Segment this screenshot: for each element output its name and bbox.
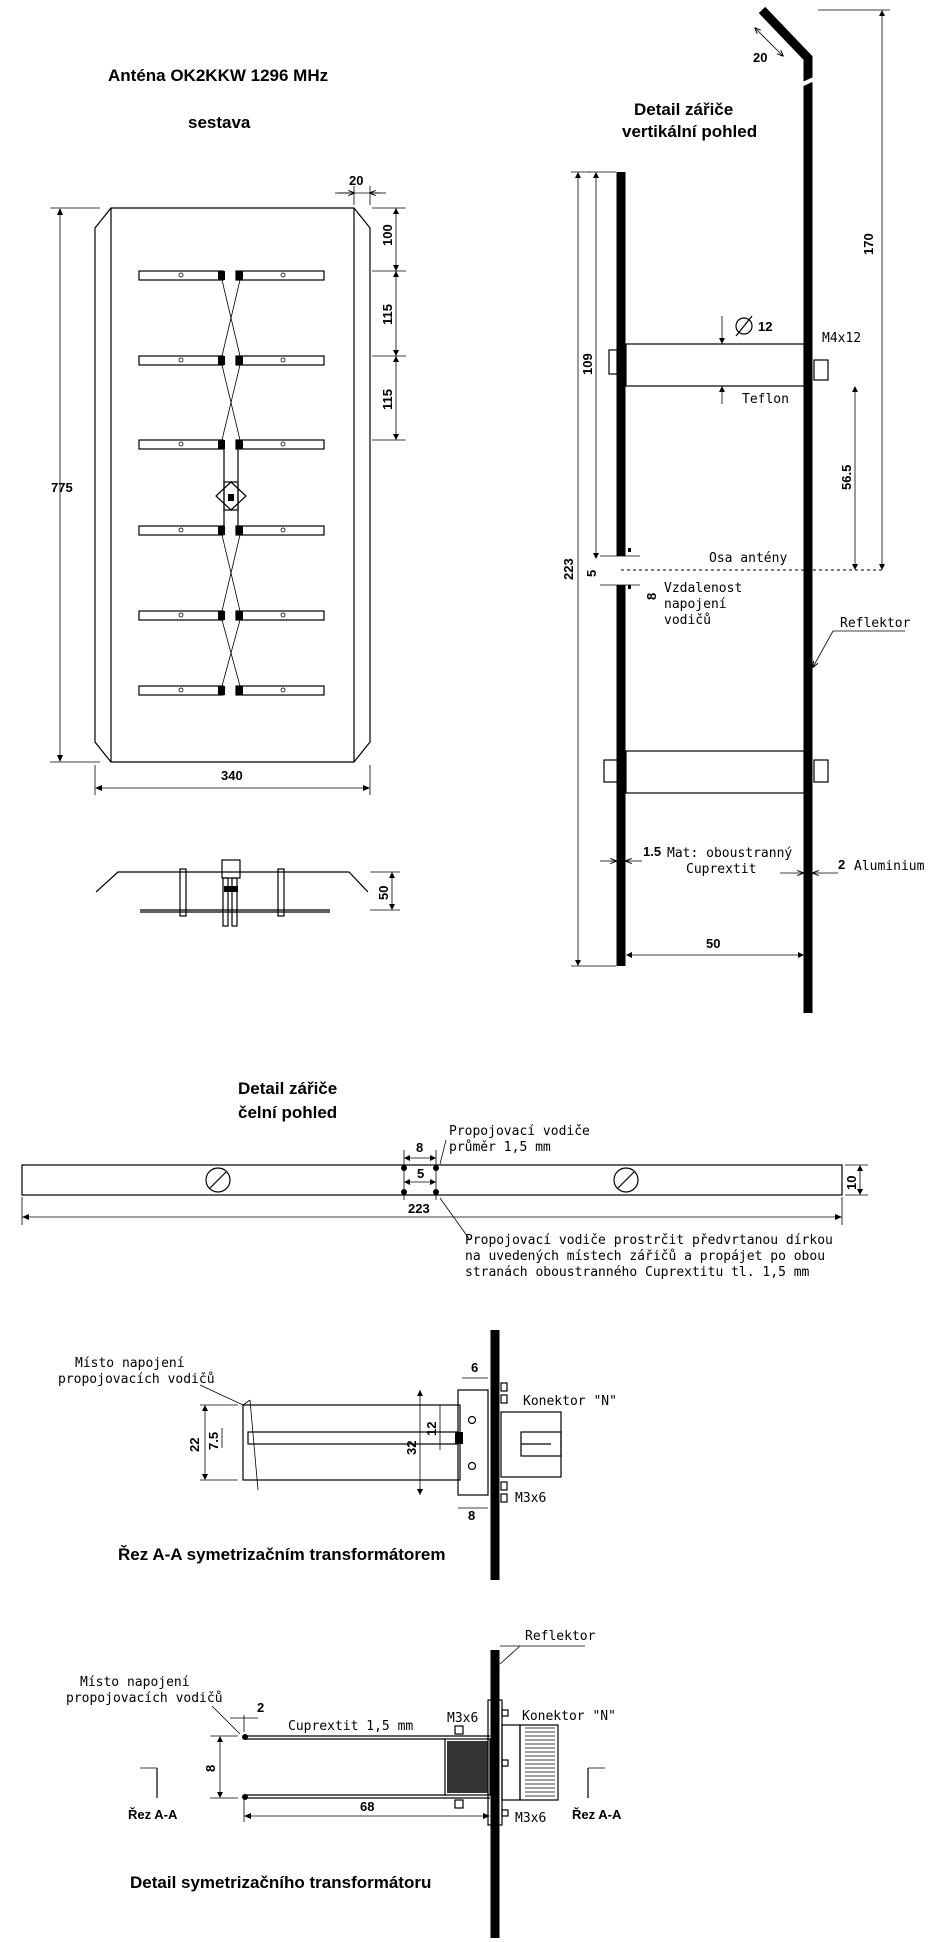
vertical-view-title-1: Detail zářiče (634, 100, 733, 119)
label-connector-section: Konektor "N" (523, 1394, 617, 1409)
label-section-connection-2: propojovacích vodičů (58, 1372, 215, 1387)
label-section-connection-1: Místo napojení (75, 1356, 185, 1371)
dim-50-height: 50 (376, 886, 391, 900)
label-m3x6-section: M3x6 (515, 1491, 546, 1506)
antenna-title: Anténa OK2KKW 1296 MHz (108, 66, 328, 85)
dim-20-bend: 20 (753, 50, 767, 65)
dim-12-section: 12 (424, 1422, 439, 1436)
vertical-view-title-2: vertikální pohled (622, 122, 757, 141)
dim-2-vertical: 2 (838, 857, 845, 872)
dim-32-section: 32 (404, 1441, 419, 1455)
front-view-title-2: čelní pohled (238, 1103, 337, 1122)
label-jumper-wires: Propojovací vodiče (449, 1124, 590, 1139)
label-distance-2: napojení (664, 597, 727, 612)
dim-340: 340 (221, 768, 243, 783)
dim-8-front: 8 (416, 1140, 423, 1155)
dim-56-5: 56.5 (839, 465, 854, 490)
front-view-title-1: Detail zářiče (238, 1079, 337, 1098)
note-line-1: Propojovací vodiče prostrčit předvrtanou… (465, 1233, 833, 1248)
label-connector-balun: Konektor "N" (522, 1709, 616, 1724)
assembly-side-view: 50 (95, 859, 400, 927)
dim-2-balun: 2 (257, 1700, 264, 1715)
label-material: Mat: oboustranný (667, 846, 792, 861)
dim-10-front: 10 (844, 1176, 859, 1190)
label-jumper-diameter: průměr 1,5 mm (449, 1140, 551, 1155)
balun-title: Detail symetrizačního transformátoru (130, 1873, 431, 1892)
label-cuprextit-balun: Cuprextit 1,5 mm (288, 1719, 413, 1734)
note-line-2: na uvedených místech zářičů a propájet p… (465, 1249, 825, 1264)
dim-170: 170 (861, 233, 876, 255)
dim-115-a: 115 (380, 304, 395, 325)
dim-50-spacing: 50 (706, 936, 720, 951)
label-distance-1: Vzdalenost (664, 581, 742, 596)
dim-5-gap: 5 (584, 570, 599, 577)
dim-775: 775 (51, 480, 73, 495)
dim-5-front: 5 (417, 1166, 424, 1181)
balun-view: Reflektor Místo napojení propojovacích v… (66, 1629, 622, 1938)
dim-6-section: 6 (471, 1360, 478, 1375)
front-view: Detail zářiče čelní pohled 8 5 Propojova… (21, 1079, 868, 1280)
label-aluminium: Aluminium (854, 859, 925, 874)
dim-8-balun: 8 (203, 1765, 218, 1772)
label-balun-connection-2: propojovacích vodičů (66, 1691, 223, 1706)
section-aa-view: Místo napojení propojovacích vodičů 6 Ko… (58, 1330, 617, 1580)
dim-1-5: 1.5 (643, 844, 661, 859)
dim-68: 68 (360, 1799, 374, 1814)
label-section-right: Řez A-A (572, 1807, 622, 1822)
section-aa-title: Řez A-A symetrizačním transformátorem (118, 1545, 446, 1564)
label-distance-3: vodičů (664, 613, 711, 628)
vertical-view: 20 170 12 M4x12 Teflon 109 56.5 223 Osa … (561, 6, 925, 1013)
dim-100: 100 (380, 224, 395, 246)
assembly-dimensions: 20 100 115 115 775 340 (50, 173, 406, 795)
label-reflector: Reflektor (840, 616, 911, 631)
label-reflector-balun: Reflektor (525, 1629, 596, 1644)
label-m3x6-bottom: M3x6 (515, 1811, 546, 1826)
dim-115-b: 115 (380, 389, 395, 410)
label-section-left: Řez A-A (128, 1807, 178, 1822)
assembly-plan-view (94, 207, 371, 763)
assembly-title: sestava (188, 113, 251, 132)
label-teflon: Teflon (742, 392, 789, 407)
dim-223-front: 223 (408, 1201, 430, 1216)
label-cuprextit-vertical: Cuprextit (686, 862, 756, 877)
label-antenna-axis: Osa antény (709, 551, 787, 566)
dim-8-section: 8 (468, 1508, 475, 1523)
dim-20-frame: 20 (349, 173, 363, 188)
note-line-3: stranách oboustranného Cuprextitu tl. 1,… (465, 1265, 810, 1280)
dim-109: 109 (580, 353, 595, 375)
dim-22-section: 22 (187, 1438, 202, 1452)
label-balun-connection-1: Místo napojení (80, 1675, 190, 1690)
label-m4x12: M4x12 (822, 331, 861, 346)
label-m3x6-top: M3x6 (447, 1711, 478, 1726)
dim-8-vertical: 8 (644, 593, 659, 600)
dim-12-diameter: 12 (758, 319, 772, 334)
dim-223-vertical: 223 (561, 558, 576, 580)
dim-7-5-section: 7.5 (206, 1432, 221, 1450)
